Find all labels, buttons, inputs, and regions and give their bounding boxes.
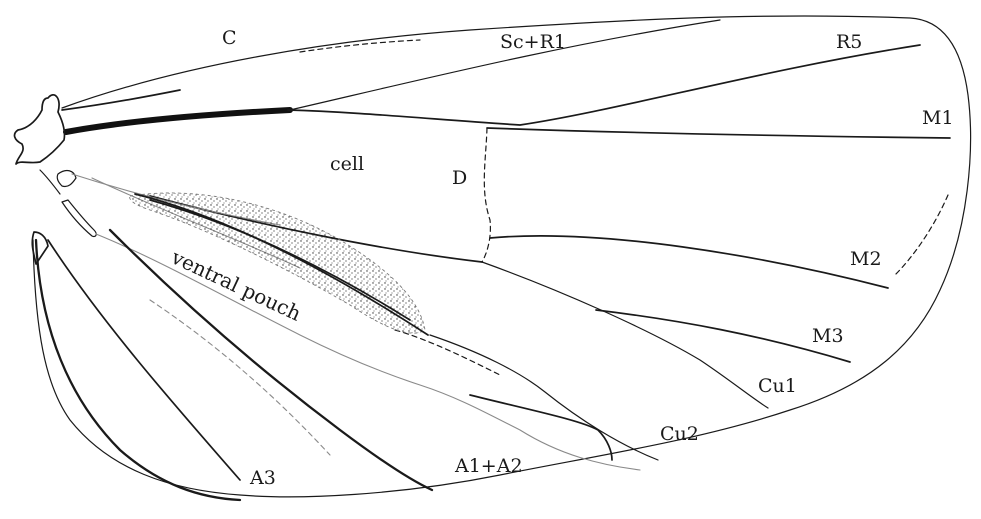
label-a1-a2: A1+A2: [454, 455, 523, 477]
costa-dashed: [299, 39, 421, 53]
vein-a3-inner: [47, 239, 241, 481]
label-m1: M1: [922, 107, 954, 129]
vein-a1-a2-inner: [469, 394, 613, 461]
vein-m2: [489, 235, 889, 289]
base-sclerite-3: [39, 169, 61, 195]
label-m2: M2: [850, 248, 882, 270]
base-sclerite-1: [13, 94, 66, 165]
vein-sc-r1: [289, 19, 721, 111]
vein-discal-crossvein: [481, 127, 491, 263]
base-sclerite-4: [61, 199, 97, 238]
vein-a1-a2: [108, 228, 434, 492]
costa-base-outline: [61, 89, 181, 111]
label-m3: M3: [812, 325, 844, 347]
ventral-pouch-vein-2: [149, 199, 411, 321]
vein-fold-faint-2: [95, 233, 641, 471]
label-cu1: Cu1: [758, 375, 797, 397]
label-sc-r1: Sc+R1: [500, 31, 566, 53]
vein-r5: [287, 44, 921, 126]
label-cell: cell: [330, 153, 364, 175]
vein-cu1: [481, 261, 769, 409]
label-discal: D: [452, 167, 467, 189]
vein-a3-outer: [34, 238, 242, 502]
label-r5: R5: [836, 31, 862, 53]
ventral-pouch: [129, 192, 426, 334]
label-costa: C: [222, 27, 237, 49]
vein-cu2-dashed: [394, 329, 501, 376]
costa-base-thick: [63, 107, 293, 135]
label-cu2: Cu2: [660, 423, 699, 445]
vein-cu2: [429, 334, 659, 461]
base-sclerite-5: [31, 231, 49, 265]
vein-m3: [595, 309, 851, 363]
label-a3: A3: [249, 467, 276, 489]
margin-dashed: [894, 194, 949, 276]
vein-fold-dashed: [149, 299, 331, 456]
base-sclerite-2: [56, 169, 77, 188]
vein-m1: [486, 127, 951, 139]
